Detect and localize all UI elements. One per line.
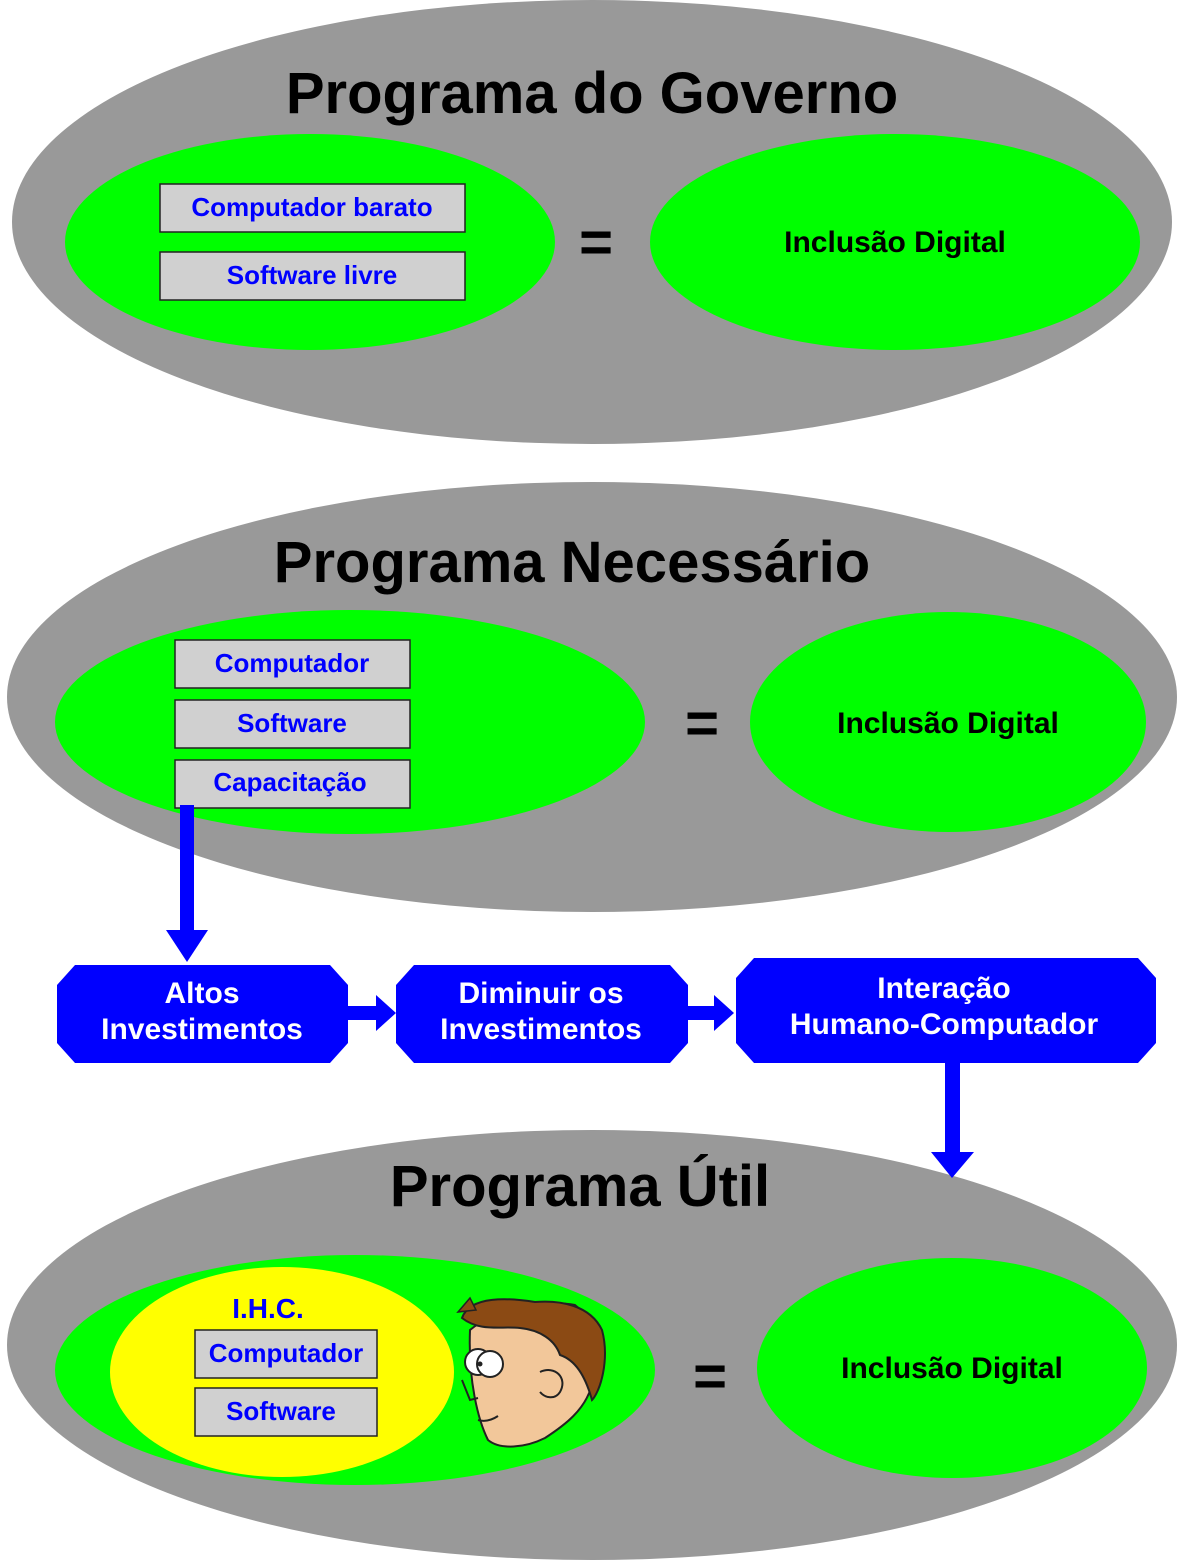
section-programa-util: Programa Útil I.H.C. Computador Software… [7, 1130, 1177, 1560]
svg-text:Capacitação: Capacitação [213, 767, 366, 797]
svg-text:Software: Software [237, 708, 347, 738]
box-software-2: Software [174, 699, 411, 749]
person-face-icon [456, 1296, 606, 1448]
svg-text:Humano-Computador: Humano-Computador [790, 1008, 1099, 1041]
svg-text:Computador: Computador [215, 648, 370, 678]
box-software-3: Software [194, 1387, 378, 1437]
flow-step-diminuir-investimentos: Diminuir os Investimentos [396, 965, 688, 1063]
box-computador-3: Computador [194, 1329, 378, 1379]
section-programa-necessario: Programa Necessário Computador Software … [7, 482, 1177, 912]
svg-text:Computador barato: Computador barato [191, 192, 432, 222]
section2-title: Programa Necessário [274, 530, 870, 595]
flow-step-altos-investimentos: Altos Investimentos [57, 965, 348, 1063]
arrow-right-2 [688, 995, 734, 1031]
arrow-right-1 [348, 995, 396, 1031]
svg-text:Investimentos: Investimentos [101, 1013, 303, 1046]
result-ellipse-2 [750, 612, 1146, 832]
section3-title: Programa Útil [390, 1154, 770, 1219]
flow-step-interacao-humano-computador: Interação Humano-Computador [736, 958, 1156, 1063]
ihc-label: I.H.C. [232, 1293, 304, 1324]
svg-text:Software livre: Software livre [227, 260, 398, 290]
arrow-down-to-programa-util [931, 1063, 974, 1178]
equals-sign-2: = [685, 691, 719, 756]
svg-text:Altos: Altos [165, 977, 240, 1010]
box-capacitacao: Capacitação [174, 759, 411, 809]
result-ellipse-1 [650, 134, 1140, 350]
equals-sign-3: = [693, 1344, 727, 1409]
svg-text:Software: Software [226, 1396, 336, 1426]
box-computador-barato: Computador barato [159, 183, 466, 233]
inputs-ellipse-1 [65, 134, 555, 350]
result-label-2: Inclusão Digital [837, 707, 1059, 740]
svg-text:Diminuir os: Diminuir os [458, 977, 623, 1010]
svg-text:Computador: Computador [209, 1338, 364, 1368]
result-ellipse-3 [757, 1258, 1147, 1478]
flow-diagram: Altos Investimentos Diminuir os Investim… [57, 805, 1156, 1178]
box-computador-2: Computador [174, 639, 411, 689]
section1-title: Programa do Governo [286, 61, 898, 126]
equals-sign-1: = [579, 210, 613, 275]
result-label-1: Inclusão Digital [784, 226, 1006, 259]
result-label-3: Inclusão Digital [841, 1352, 1063, 1385]
arrow-down-from-capacitacao [166, 805, 208, 962]
svg-text:Investimentos: Investimentos [440, 1013, 642, 1046]
box-software-livre: Software livre [159, 251, 466, 301]
section-programa-do-governo: Programa do Governo Computador barato So… [12, 0, 1172, 444]
svg-text:Interação: Interação [877, 972, 1010, 1005]
